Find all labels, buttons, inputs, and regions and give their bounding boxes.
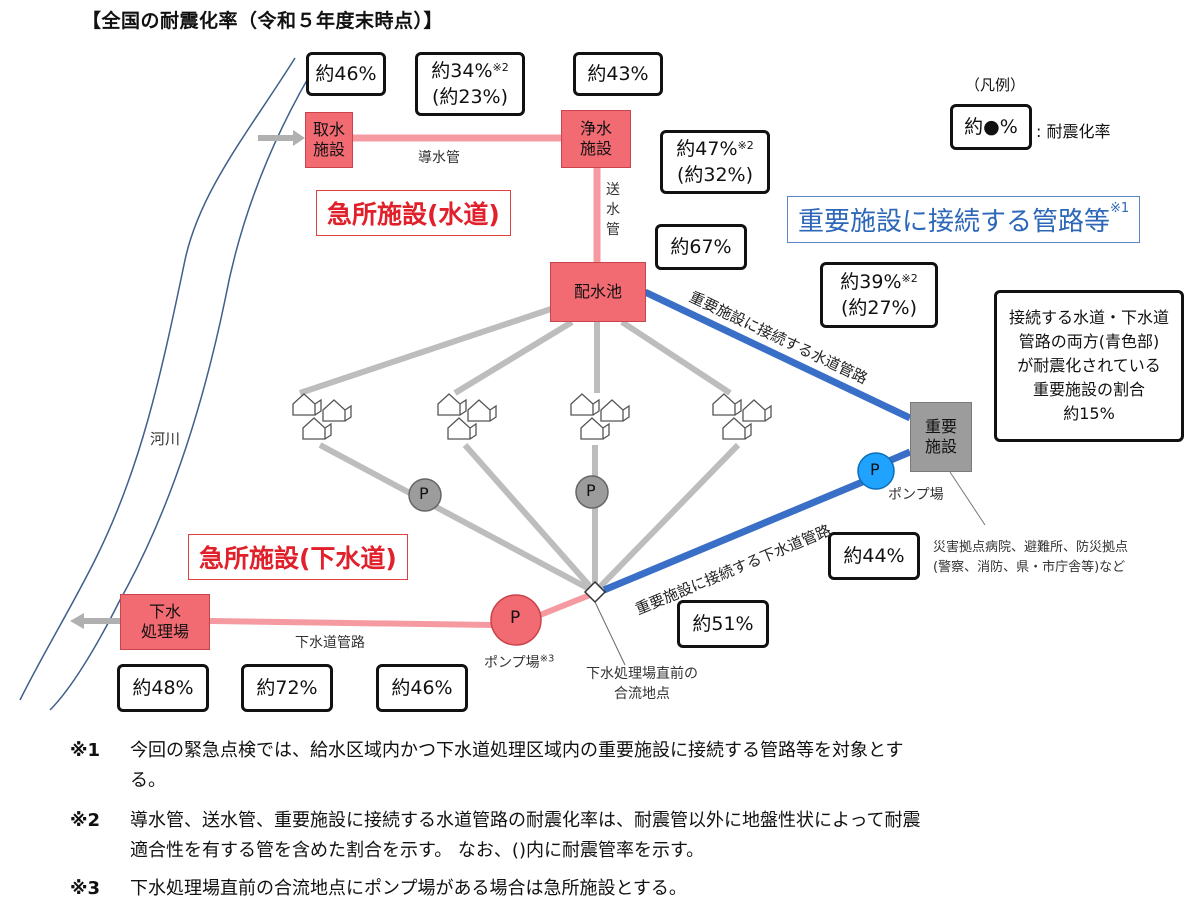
conduit-label: 導水管 [418,150,460,166]
house-icon [580,417,610,440]
transmission-rate-callout: 約47%※2 (約32%) [660,130,770,194]
sewer-main-rate-callout: 約72% [241,664,333,712]
river-bank-right [49,57,321,711]
house-icon [437,393,467,416]
intake-rate-callout: 約46% [306,52,386,96]
page-title: 【全国の耐震化率（令和５年度末時点）】 [82,10,444,32]
treatment-rate-callout: 約48% [117,664,209,712]
note-3-key: ※3 [70,878,101,899]
legend-sample-box: 約●% [950,104,1032,150]
important-facility: 重要 施設 [910,402,972,472]
facility-leader [949,471,986,526]
junction-leader [594,601,626,666]
sewer-branch-1 [318,442,597,595]
outflow-arrowhead [70,613,84,629]
intake-facility: 取水 施設 [305,112,353,168]
house-clusters [292,393,772,440]
important-section-text: 重要施設に接続する管路等 [798,207,1111,237]
sewer-branch-2 [462,443,598,594]
transmission-rate: 約47% [676,138,738,160]
sewer-main-pipe-2 [538,592,592,618]
dist-pipe-2 [453,319,574,396]
transmission-rate-mark: ※2 [737,139,754,152]
transmission-label: 送 水 管 [606,182,620,238]
blue-pump-rate-callout: 約44% [828,532,920,580]
pump-grey-2-letter: P [586,481,596,500]
transmission-rate-2: (約32%) [676,164,754,186]
both-pipes-note-callout: 接続する水道・下水道 管路の両方(青色部) が耐震化されている 重要施設の割合 … [994,290,1184,442]
important-section-mark: ※1 [1110,201,1130,216]
legend-title: （凡例） [965,76,1026,94]
red-pump-rate-callout: 約46% [376,664,468,712]
note-1: ※1 今回の緊急点検では、給水区域内かつ下水道処理区域内の重要施設に接続する管路等… [70,736,1180,796]
house-icon [600,399,630,422]
legend-description: : 耐震化率 [1036,122,1111,141]
important-water-rate-callout: 約39%※2 (約27%) [820,262,938,328]
river-bank-left [19,57,296,701]
note-2: ※2 導水管、送水管、重要施設に接続する水道管路の耐震化率は、耐震管以外に地盤性状… [70,806,1180,866]
sewer-section-label: 急所施設(下水道) [188,534,408,580]
pump-blue [857,452,895,490]
note-2-text: 導水管、送水管、重要施設に接続する水道管路の耐震化率は、耐震管以外に地盤性状によ… [130,810,921,831]
river-label: 河川 [150,430,181,448]
note-3-text: 下水処理場直前の合流地点にポンプ場がある場合は急所施設とする。 [130,878,687,899]
house-icon [712,393,742,416]
house-icon [467,399,497,422]
reservoir-rate-callout: 約67% [655,224,747,270]
house-icon [447,417,477,440]
important-section-label: 重要施設に接続する管路等※1 [787,196,1141,243]
house-icon [742,399,772,422]
pump-blue-letter: P [870,460,880,479]
conduit-rate-mark: ※2 [492,61,509,74]
red-pump-label: ポンプ場※3 [484,652,554,672]
sewer-main-pipe [209,618,493,628]
sewer-main-pipe-label: 下水道管路 [295,635,365,651]
conduit-rate-2: (約23%) [431,86,509,108]
pump-red-letter: P [510,608,521,628]
junction-label: 下水処理場直前の 合流地点 [586,666,698,702]
house-icon [322,399,352,422]
important-water-rate-mark: ※2 [901,272,918,285]
house-icon [302,417,332,440]
conduit-rate-callout: 約34%※2 (約23%) [415,52,525,116]
conduit-rate: 約34% [431,60,493,82]
house-icon [292,393,322,416]
pump-red [490,594,542,646]
note-3: ※3 下水処理場直前の合流地点にポンプ場がある場合は急所施設とする。 [70,874,1180,904]
note-2-cont: 適合性を有する管を含めた割合を示す。 なお、()内に耐震管率を示す。 [130,840,705,861]
important-water-rate: 約39% [840,271,902,293]
red-pump-label-mark: ※3 [539,653,555,665]
important-sewer-rate-callout: 約51% [677,600,769,648]
house-icon [570,393,600,416]
distribution-reservoir: 配水池 [550,262,646,322]
pump-grey-1-letter: P [419,484,429,503]
purification-facility: 浄水 施設 [561,110,631,168]
intake-arrowhead [293,130,305,146]
blue-pump-label: ポンプ場 [888,487,944,503]
important-water-pipe [643,288,912,422]
note-1-cont: る。 [130,770,166,791]
note-1-text: 今回の緊急点検では、給水区域内かつ下水道処理区域内の重要施設に接続する管路等を対… [130,740,904,761]
important-sewer-pipe [602,474,874,594]
pump-grey-2 [575,475,609,509]
sewage-treatment-plant: 下水 処理場 [120,594,210,650]
red-pump-label-text: ポンプ場 [484,655,540,671]
water-section-label: 急所施設(水道) [316,190,511,236]
sewer-branch-4 [592,442,741,595]
note-2-key: ※2 [70,810,101,831]
house-icon [722,417,752,440]
pump-grey-1 [408,478,442,512]
important-water-rate-2: (約27%) [840,297,918,319]
facility-examples: 災害拠点病院、避難所、防災拠点 (警察、消防、県・市庁舎等)など [933,540,1129,575]
dist-pipe-4 [620,319,732,396]
note-1-key: ※1 [70,740,101,761]
dist-pipe-1 [299,303,561,396]
purification-rate-callout: 約43% [573,52,663,96]
